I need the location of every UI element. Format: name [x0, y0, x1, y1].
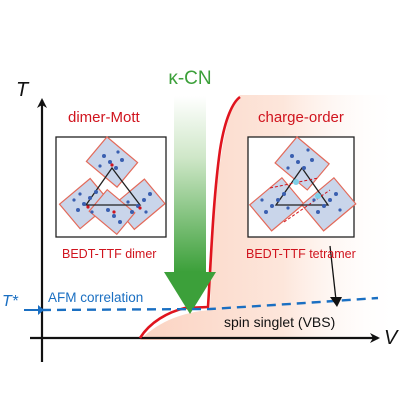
vbs-pointer-head [330, 297, 342, 307]
kappa-arrow-head [164, 272, 216, 314]
dimer-caption: BEDT-TTF dimer [62, 247, 156, 261]
spin-singlet-label: spin singlet (VBS) [224, 314, 335, 330]
t-star-marker-arrowhead [38, 305, 44, 315]
tetramer-structure-panel [247, 136, 357, 238]
t-star-label: T* [2, 293, 19, 310]
tetramer-caption: BEDT-TTF tetramer [246, 247, 356, 261]
dimer-mott-title: dimer-Mott [68, 109, 141, 126]
dimer-molecule-block-bottom [88, 188, 136, 236]
y-axis-label: T [16, 79, 30, 101]
vbs-pointer-line [329, 245, 337, 301]
afm-correlation-label: AFM correlation [48, 290, 143, 305]
dimer-lattice-triangle [84, 166, 142, 206]
charge-order-title: charge-order [258, 109, 344, 126]
tetramer-dashed-bond [269, 177, 331, 223]
kappa-cn-label: κ-CN [168, 68, 211, 89]
afm-correlation-line [41, 296, 379, 312]
dimer-structure-panel [55, 136, 167, 238]
kappa-arrow-shaft [174, 96, 206, 272]
x-axis-label: V [384, 327, 399, 349]
tetramer-lattice-triangle [274, 166, 330, 206]
tetramer-molecule-block-top [274, 136, 330, 191]
phase-boundary-line [138, 95, 241, 339]
